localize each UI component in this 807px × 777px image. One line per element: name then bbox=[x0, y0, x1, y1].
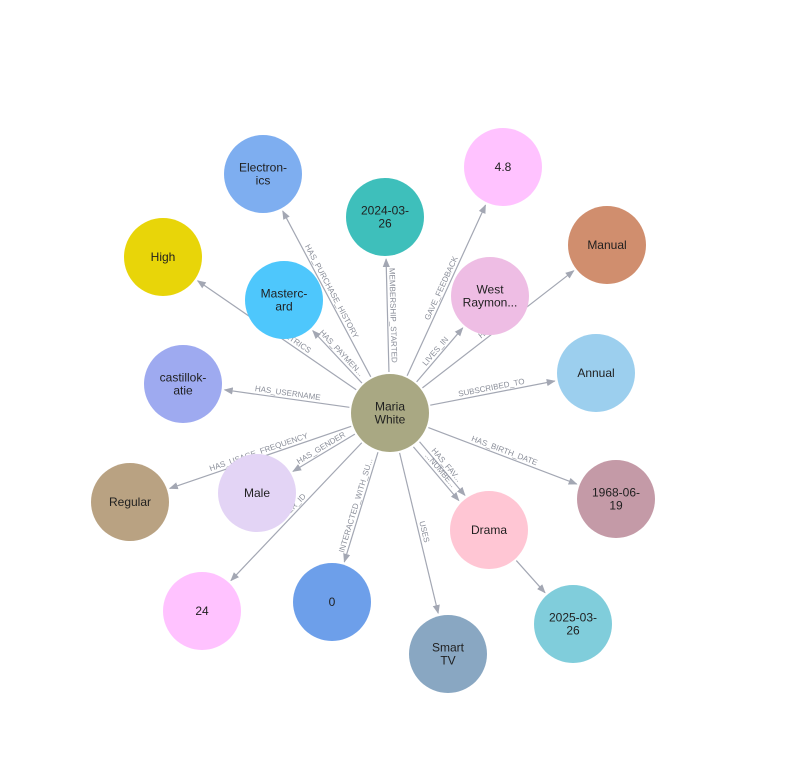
node-birth[interactable]: 1968-06-19 bbox=[577, 460, 655, 538]
node-rating[interactable]: 4.8 bbox=[464, 128, 542, 206]
edge-line bbox=[282, 210, 372, 378]
node-circle[interactable] bbox=[124, 218, 202, 296]
node-circle[interactable] bbox=[245, 261, 323, 339]
node-drama[interactable]: Drama bbox=[450, 491, 528, 569]
edge-label: INTERACTED_WITH_SU... bbox=[337, 457, 374, 554]
node-layer: Electron-ics2024-03-264.8ManualHighMaste… bbox=[91, 128, 655, 693]
node-circle[interactable] bbox=[218, 454, 296, 532]
node-label: 2025-03- bbox=[549, 611, 597, 625]
edge-line bbox=[223, 387, 350, 408]
edge-label: MEMBERSHIP_STARTED bbox=[387, 268, 398, 363]
node-circle[interactable] bbox=[534, 585, 612, 663]
node-label: TV bbox=[440, 654, 455, 668]
node-label: 26 bbox=[378, 217, 392, 231]
node-label: Electron- bbox=[239, 161, 287, 175]
edge-line bbox=[292, 433, 356, 472]
node-label: 26 bbox=[566, 624, 580, 638]
node-circle[interactable] bbox=[450, 491, 528, 569]
edge-annual: SUBSCRIBED_TO bbox=[430, 377, 556, 406]
node-label: Raymon... bbox=[463, 296, 518, 310]
node-label: West bbox=[476, 283, 504, 297]
node-circle[interactable] bbox=[91, 463, 169, 541]
node-label: Male bbox=[244, 486, 270, 500]
node-circle[interactable] bbox=[464, 128, 542, 206]
node-n24[interactable]: 24 bbox=[163, 572, 241, 650]
node-label: Regular bbox=[109, 495, 151, 509]
node-label: White bbox=[375, 413, 406, 427]
edge-line bbox=[430, 379, 556, 406]
node-label: Annual bbox=[577, 366, 614, 380]
node-label: 4.8 bbox=[495, 160, 512, 174]
node-mastercard[interactable]: Masterc-ard bbox=[245, 261, 323, 339]
node-manual[interactable]: Manual bbox=[568, 206, 646, 284]
node-label: High bbox=[151, 250, 176, 264]
node-label: Maria bbox=[375, 400, 405, 414]
node-label: Smart bbox=[432, 641, 465, 655]
node-male[interactable]: Male bbox=[218, 454, 296, 532]
edge-label: SUBSCRIBED_TO bbox=[458, 377, 526, 399]
node-label: 19 bbox=[609, 499, 623, 513]
node-label: 2024-03- bbox=[361, 204, 409, 218]
edge-westraymond: LIVES_IN bbox=[416, 327, 464, 383]
node-electronics[interactable]: Electron-ics bbox=[224, 135, 302, 213]
edge-line bbox=[230, 442, 363, 582]
node-regular[interactable]: Regular bbox=[91, 463, 169, 541]
edge-date2025 bbox=[515, 560, 546, 594]
node-date2024[interactable]: 2024-03-26 bbox=[346, 178, 424, 256]
node-zero[interactable]: 0 bbox=[293, 563, 371, 641]
node-circle[interactable] bbox=[224, 135, 302, 213]
edge-line bbox=[419, 441, 466, 497]
node-label: Masterc- bbox=[261, 287, 308, 301]
node-circle[interactable] bbox=[577, 460, 655, 538]
edge-line bbox=[428, 427, 578, 485]
node-label: 0 bbox=[329, 595, 336, 609]
node-label: ics bbox=[256, 174, 271, 188]
node-circle[interactable] bbox=[163, 572, 241, 650]
node-circle[interactable] bbox=[557, 334, 635, 412]
edge-date2024: MEMBERSHIP_STARTED bbox=[382, 258, 399, 373]
edge-smarttv: USES bbox=[399, 452, 440, 615]
node-label: Manual bbox=[587, 238, 626, 252]
edge-line bbox=[343, 452, 379, 563]
node-westraymond[interactable]: WestRaymon... bbox=[451, 257, 529, 335]
node-label: castillok- bbox=[160, 371, 207, 385]
node-high[interactable]: High bbox=[124, 218, 202, 296]
edge-line bbox=[382, 258, 390, 373]
edge-label: USES bbox=[417, 520, 431, 543]
node-label: ard bbox=[275, 300, 292, 314]
node-circle[interactable] bbox=[144, 345, 222, 423]
node-circle[interactable] bbox=[346, 178, 424, 256]
edge-label: LIVES_IN bbox=[421, 335, 451, 368]
edge-username: HAS_USERNAME bbox=[223, 384, 350, 408]
node-circle[interactable] bbox=[409, 615, 487, 693]
edge-line bbox=[412, 446, 460, 502]
node-annual[interactable]: Annual bbox=[557, 334, 635, 412]
node-date2025[interactable]: 2025-03-26 bbox=[534, 585, 612, 663]
edge-line bbox=[399, 452, 440, 615]
node-username[interactable]: castillok-atie bbox=[144, 345, 222, 423]
edge-line bbox=[515, 560, 546, 594]
edge-label: HAS_USERNAME bbox=[254, 384, 321, 402]
node-circle[interactable] bbox=[351, 374, 429, 452]
node-circle[interactable] bbox=[568, 206, 646, 284]
node-label: Drama bbox=[471, 523, 507, 537]
edge-label: HAS_BIRTH_DATE bbox=[470, 434, 539, 467]
node-label: atie bbox=[173, 384, 193, 398]
edge-line bbox=[416, 327, 464, 383]
edge-line bbox=[406, 204, 487, 376]
node-circle[interactable] bbox=[293, 563, 371, 641]
edge-line bbox=[312, 329, 363, 384]
node-label: 24 bbox=[195, 604, 209, 618]
node-label: 1968-06- bbox=[592, 486, 640, 500]
node-circle[interactable] bbox=[451, 257, 529, 335]
edge-zero: INTERACTED_WITH_SU... bbox=[337, 452, 379, 563]
